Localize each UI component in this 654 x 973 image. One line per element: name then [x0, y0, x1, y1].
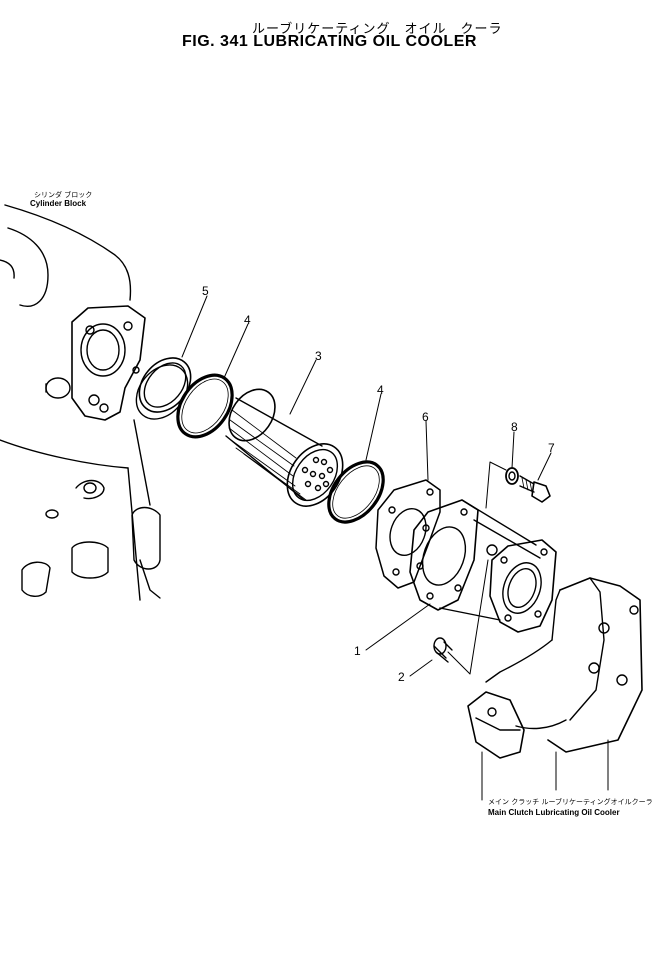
part-2-plug: [409, 559, 489, 677]
main-clutch-oil-cooler-housing: [467, 577, 643, 801]
callout-1: 1: [354, 644, 361, 658]
part-3-cooler-core: [225, 359, 344, 507]
callout-2: 2: [398, 670, 405, 684]
callout-8: 8: [511, 420, 518, 434]
main-clutch-label-jp: メイン クラッチ ルーブリケーティングオイルクーラ: [488, 798, 653, 806]
callout-3: 3: [315, 349, 322, 363]
part-4-o-ring-a: [176, 323, 249, 439]
cylinder-block-label-jp: シリンダ ブロック: [34, 191, 93, 199]
title-japanese: ルーブリケーティング オイル クーラ: [252, 22, 503, 37]
part-1-cooler-body: [365, 499, 557, 651]
callout-4a: 4: [244, 313, 251, 327]
callout-6: 6: [422, 410, 429, 424]
cylinder-block-label: Cylinder Block: [30, 199, 87, 208]
callout-4b: 4: [377, 383, 384, 397]
callout-5: 5: [202, 284, 209, 298]
part-6-gasket: [375, 420, 441, 589]
cylinder-block: [0, 204, 161, 601]
main-clutch-label: Main Clutch Lubricating Oil Cooler: [488, 808, 620, 817]
figure-title: FIG. 341 LUBRICATING OIL COOLER: [182, 33, 477, 50]
part-4-o-ring-b: [327, 393, 385, 524]
part-7-bolt: [485, 452, 552, 509]
callout-7: 7: [548, 441, 555, 455]
part-8-washer: [505, 431, 519, 485]
